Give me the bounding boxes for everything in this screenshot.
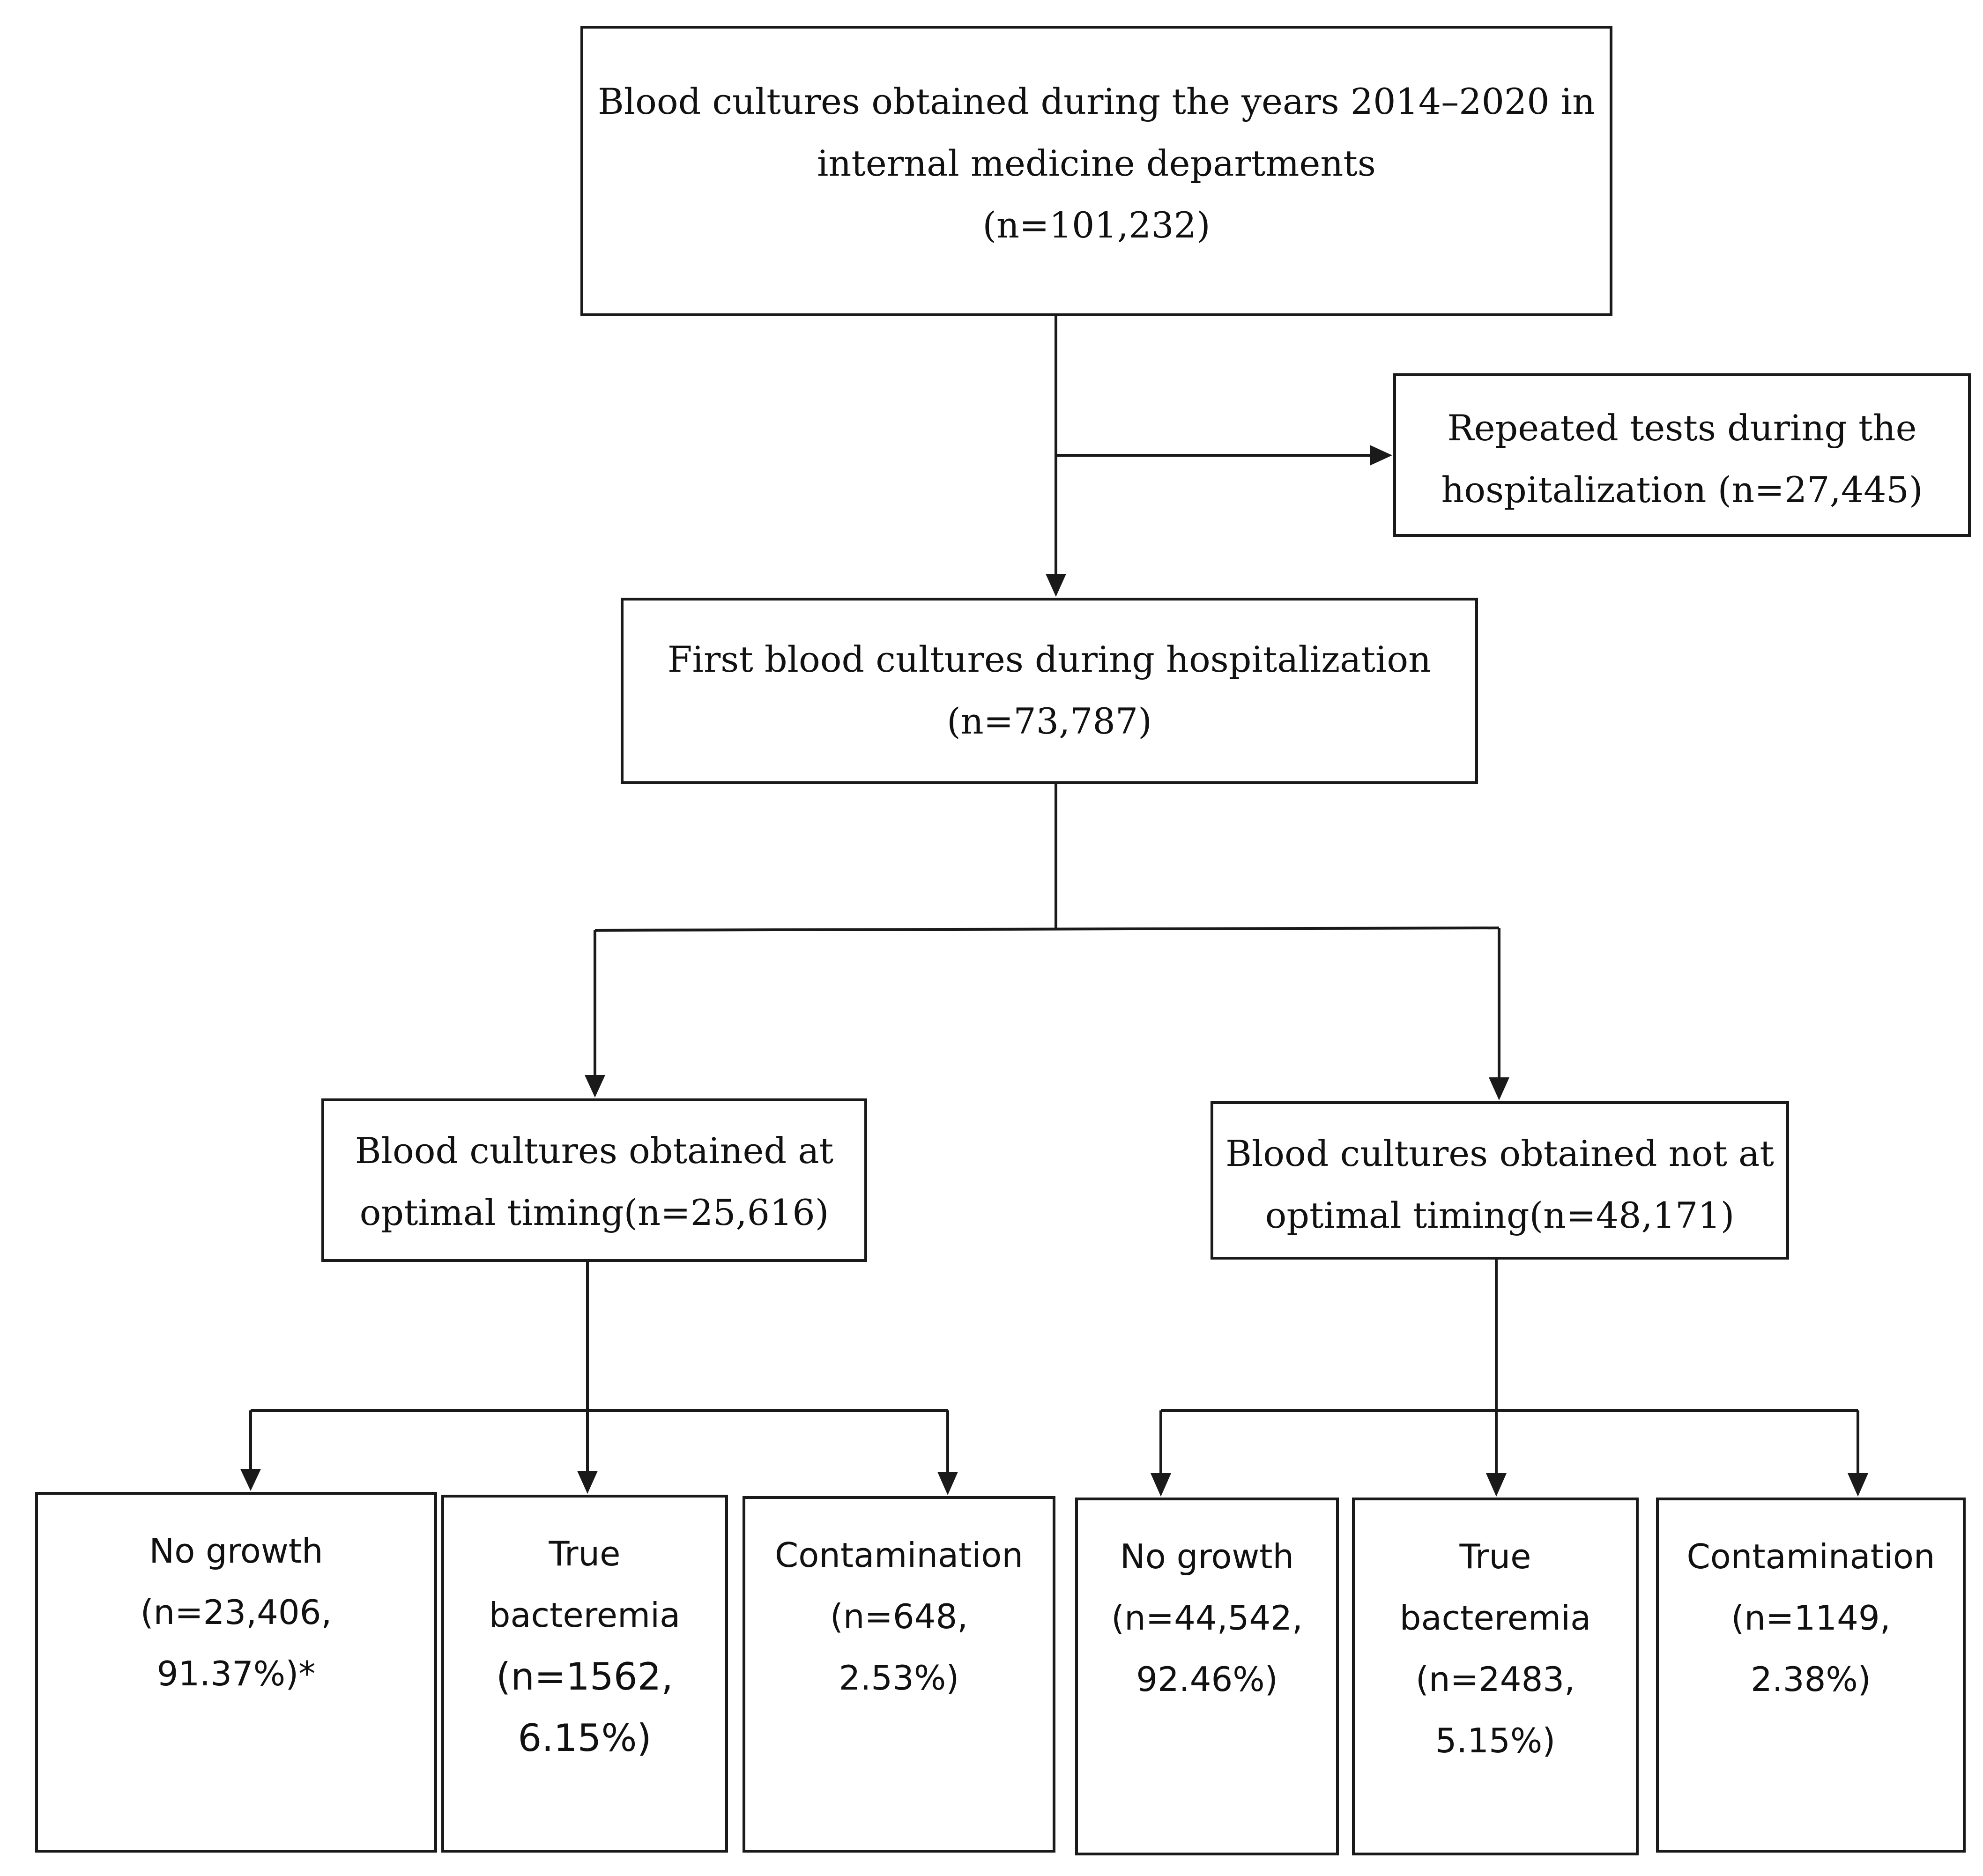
outcome-label: No growth bbox=[1120, 1537, 1294, 1576]
nonoptimal-line-1: Blood cultures obtained not at bbox=[1225, 1133, 1774, 1174]
nonoptimal-true-bacteremia-box: True bacteremia (n=2483, 5.15%) bbox=[1352, 1498, 1639, 1855]
excluded-line-2: hospitalization (n=27,445) bbox=[1441, 469, 1923, 511]
outcome-label: True bbox=[1459, 1537, 1531, 1576]
arrow-to-non-nogrowth bbox=[1151, 1473, 1171, 1497]
outcome-count: (n=23,406, bbox=[140, 1593, 332, 1632]
outcome-percent: 91.37%)* bbox=[156, 1654, 316, 1693]
nonoptimal-timing-box: Blood cultures obtained not at optimal t… bbox=[1211, 1101, 1789, 1260]
outcome-percent: 2.53%) bbox=[839, 1658, 959, 1698]
arrow-to-optimal bbox=[585, 1075, 605, 1097]
arrow-to-opt-nogrowth bbox=[240, 1469, 261, 1491]
excluded-box: Repeated tests during the hospitalizatio… bbox=[1393, 373, 1971, 537]
optimal-line-2: optimal timing(n=25,616) bbox=[359, 1192, 829, 1233]
outcome-count: (n=648, bbox=[830, 1597, 968, 1636]
outcome-label: No growth bbox=[149, 1531, 323, 1571]
nonoptimal-line-2: optimal timing(n=48,171) bbox=[1265, 1194, 1735, 1236]
source-line-2: internal medicine departments bbox=[817, 142, 1376, 184]
arrow-to-nonoptimal bbox=[1489, 1077, 1509, 1100]
optimal-line-1: Blood cultures obtained at bbox=[355, 1130, 834, 1172]
outcome-label: Contamination bbox=[774, 1535, 1024, 1575]
first-line-2: (n=73,787) bbox=[947, 700, 1152, 742]
arrow-to-opt-bacteremia bbox=[577, 1471, 598, 1494]
outcome-count: (n=1149, bbox=[1731, 1598, 1891, 1638]
arrow-to-opt-contamination bbox=[937, 1472, 958, 1495]
outcome-label: Contamination bbox=[1686, 1537, 1935, 1576]
optimal-true-bacteremia-box: True bacteremia (n=1562, 6.15%) bbox=[441, 1495, 728, 1853]
outcome-percent: 5.15%) bbox=[1435, 1721, 1556, 1760]
source-box: Blood cultures obtained during the years… bbox=[580, 26, 1612, 316]
excluded-line-1: Repeated tests during the bbox=[1447, 407, 1917, 449]
first-cultures-box: First blood cultures during hospitalizat… bbox=[621, 598, 1478, 784]
arrow-to-excluded bbox=[1370, 445, 1392, 466]
outcome-percent: 92.46%) bbox=[1136, 1660, 1278, 1699]
first-line-1: First blood cultures during hospitalizat… bbox=[667, 638, 1432, 680]
nonoptimal-no-growth-box: No growth (n=44,542, 92.46%) bbox=[1075, 1498, 1339, 1855]
outcome-count: (n=1562, bbox=[496, 1655, 673, 1698]
optimal-timing-box: Blood cultures obtained at optimal timin… bbox=[321, 1098, 867, 1262]
outcome-percent: 2.38%) bbox=[1751, 1660, 1871, 1699]
outcome-label: True bbox=[549, 1534, 621, 1573]
source-line-3: (n=101,232) bbox=[982, 204, 1211, 246]
optimal-no-growth-box: No growth (n=23,406, 91.37%)* bbox=[35, 1492, 437, 1853]
outcome-label: bacteremia bbox=[1399, 1598, 1591, 1638]
outcome-count: (n=2483, bbox=[1415, 1660, 1575, 1699]
outcome-percent: 6.15%) bbox=[518, 1716, 652, 1760]
outcome-count: (n=44,542, bbox=[1111, 1598, 1303, 1638]
arrow-to-first bbox=[1046, 574, 1066, 597]
connector-timing-branch bbox=[594, 927, 1500, 932]
arrow-to-non-bacteremia bbox=[1486, 1473, 1507, 1497]
arrow-to-non-contamination bbox=[1848, 1473, 1868, 1497]
optimal-contamination-box: Contamination (n=648, 2.53%) bbox=[743, 1496, 1055, 1853]
outcome-label: bacteremia bbox=[489, 1595, 681, 1635]
nonoptimal-contamination-box: Contamination (n=1149, 2.38%) bbox=[1656, 1498, 1966, 1853]
source-line-1: Blood cultures obtained during the years… bbox=[597, 81, 1596, 122]
